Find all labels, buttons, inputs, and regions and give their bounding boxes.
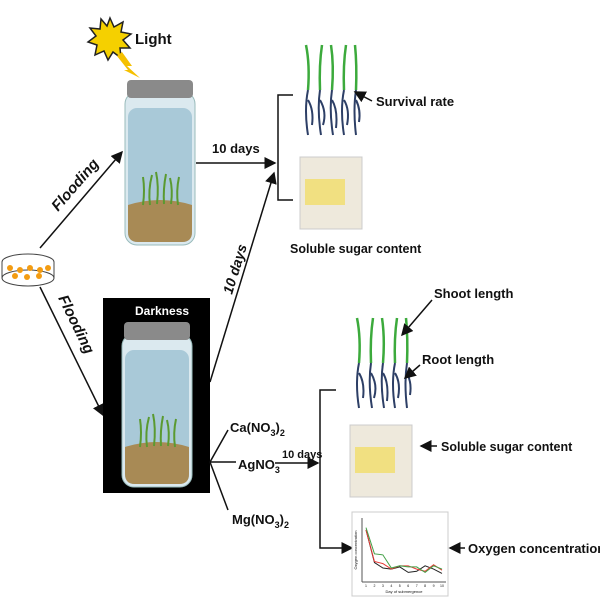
root-arrow bbox=[403, 364, 421, 379]
shoot-arrow bbox=[401, 299, 433, 337]
oxygen-chart: Day of submergence Oxygen concentration … bbox=[351, 511, 449, 597]
chart-x-tick: 4 bbox=[390, 584, 392, 588]
days-label-bottom: 10 days bbox=[282, 449, 322, 461]
treatment-ag: AgNO3 bbox=[238, 457, 280, 475]
sun-icon bbox=[86, 16, 140, 78]
chart-series-red bbox=[365, 529, 443, 572]
chart-x-label: Day of submergence bbox=[386, 589, 424, 594]
chart-x-tick: 7 bbox=[416, 584, 418, 588]
chart-x-tick: 2 bbox=[373, 584, 375, 588]
light-label: Light bbox=[135, 31, 172, 48]
bracket-bottom bbox=[319, 389, 336, 549]
chart-x-tick: 8 bbox=[424, 584, 426, 588]
flooding-label-bottom: Flooding bbox=[54, 292, 97, 356]
chart-x-tick: 5 bbox=[399, 584, 401, 588]
treatment-ca: Ca(NO3)2 bbox=[230, 420, 285, 438]
soluble-sugar-label-bottom: Soluble sugar content bbox=[441, 440, 573, 454]
chart-x-tick: 6 bbox=[407, 584, 409, 588]
chart-x-tick: 3 bbox=[382, 584, 384, 588]
survival-arrow bbox=[353, 91, 373, 103]
seedlings-top bbox=[304, 43, 361, 137]
chart-series-green bbox=[365, 527, 443, 573]
darkness-label: Darkness bbox=[135, 304, 189, 318]
jar-light bbox=[124, 79, 196, 246]
bracket-top bbox=[277, 94, 293, 201]
well-plate-bottom bbox=[349, 424, 413, 498]
jar-dark bbox=[121, 321, 193, 488]
seedlings-bottom bbox=[355, 316, 412, 410]
shoot-length-label: Shoot length bbox=[434, 286, 513, 301]
chart-x-tick: 1 bbox=[365, 584, 367, 588]
root-length-label: Root length bbox=[422, 352, 494, 367]
days-label-top: 10 days bbox=[212, 141, 260, 156]
treatment-mg: Mg(NO3)2 bbox=[232, 512, 289, 530]
chart-x-tick: 10 bbox=[440, 584, 444, 588]
petri-dish-icon bbox=[1, 253, 55, 287]
arrow-10-days-diagonal bbox=[209, 171, 277, 383]
survival-rate-label: Survival rate bbox=[376, 94, 454, 109]
chart-y-label: Oxygen concentration bbox=[353, 531, 358, 570]
chart-x-tick: 9 bbox=[433, 584, 435, 588]
well-plate-top bbox=[299, 156, 363, 230]
soluble-sugar-label-top: Soluble sugar content bbox=[290, 242, 422, 256]
flooding-arrow-top bbox=[39, 150, 123, 249]
oxygen-label: Oxygen concentration bbox=[468, 541, 600, 556]
flooding-arrow-bottom bbox=[39, 286, 104, 417]
